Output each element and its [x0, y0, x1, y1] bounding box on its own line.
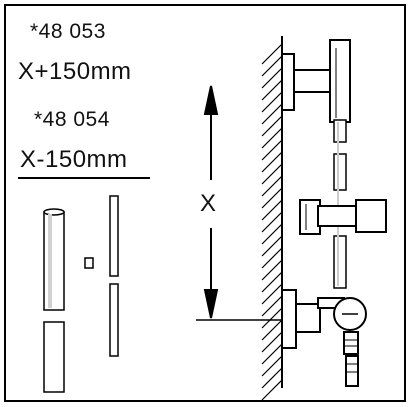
wall-hatch-line [261, 175, 283, 197]
wall-hatch-line [261, 151, 283, 173]
wall-hatch-line [261, 259, 283, 281]
wall-hatch-line [261, 43, 283, 65]
wall-hatch-line [261, 91, 283, 113]
variant-2-dimension: X-150mm [20, 146, 128, 173]
wall-hatch-line [261, 379, 283, 401]
wall-hatch-line [261, 55, 283, 77]
wall-hatch-line [261, 139, 283, 161]
bottom-mixer [281, 289, 367, 387]
height-dimension-arrow [196, 85, 288, 321]
wall-hatch-line [261, 271, 283, 293]
loose-small-part [84, 257, 94, 269]
top-wall-bracket [281, 39, 351, 123]
wall-hatch-line [261, 211, 283, 233]
riser-pipe [333, 119, 347, 289]
wall-hatch-line [261, 235, 283, 257]
wall-hatch-line [261, 367, 283, 389]
wall-hatch-line [261, 355, 283, 377]
wall-hatch-line [261, 187, 283, 209]
loose-pipe-short [109, 195, 119, 357]
variant-2-code: *48 054 [34, 108, 110, 131]
wall-hatch-line [261, 319, 283, 341]
wall-hatch-line [261, 115, 283, 137]
wall-hatch-line [261, 283, 283, 305]
wall-hatch-line [261, 199, 283, 221]
sliding-holder [299, 199, 387, 235]
wall-hatched [261, 36, 283, 401]
wall-hatch-line [261, 127, 283, 149]
wall-hatch-line [261, 103, 283, 125]
variant-1-code: *48 053 [30, 20, 106, 43]
variant-1-dimension: X+150mm [18, 58, 132, 85]
wall-hatch-line [261, 331, 283, 353]
wall-hatch-line [261, 247, 283, 269]
wall-hatch-line [261, 163, 283, 185]
wall-hatch-line [261, 223, 283, 245]
wall-hatch-line [261, 307, 283, 329]
wall-hatch-line [261, 67, 283, 89]
loose-pipe-long [43, 208, 65, 393]
wall-hatch-line [261, 343, 283, 365]
height-label: X [200, 190, 217, 217]
wall-hatch-line [261, 295, 283, 317]
wall-hatch-line [261, 79, 283, 101]
